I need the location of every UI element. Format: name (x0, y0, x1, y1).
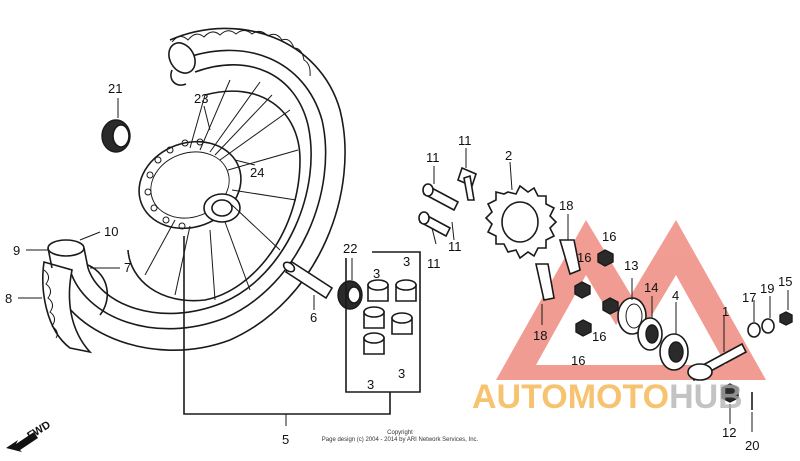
callout-5: 5 (282, 432, 289, 447)
callout-6: 6 (310, 310, 317, 325)
copyright-line-1: Copyright (387, 430, 413, 436)
callout-3: 3 (398, 366, 405, 381)
washers-part-17-19-15 (747, 311, 793, 338)
arrow-icon (6, 432, 38, 452)
callout-24: 24 (250, 165, 264, 180)
callout-2: 2 (505, 148, 512, 163)
fwd-label: FWD (25, 419, 53, 442)
watermark-text: AUTOMOTOHUB (472, 378, 743, 417)
bearing-part-21 (101, 119, 131, 153)
rear-wheel-assembly (42, 27, 346, 354)
seal-part-13 (617, 297, 647, 335)
axle-part-1 (687, 342, 748, 382)
watermark-word-hub: HUB (669, 378, 743, 416)
callout-16: 16 (592, 329, 606, 344)
callout-3: 3 (367, 377, 374, 392)
sprocket-part-2 (484, 184, 558, 260)
callout-7: 7 (124, 260, 131, 275)
callout-11: 11 (427, 256, 441, 271)
callout-16: 16 (571, 353, 585, 368)
callout-23: 23 (194, 91, 208, 106)
callout-17: 17 (742, 290, 756, 305)
callout-3: 3 (403, 254, 410, 269)
callout-14: 14 (644, 280, 658, 295)
callout-8: 8 (5, 291, 12, 306)
copyright-notice: Copyright Page design (c) 2004 - 2014 by… (280, 430, 520, 444)
callout-16: 16 (577, 250, 591, 265)
copyright-line-2: Page design (c) 2004 - 2014 by ARI Netwo… (321, 437, 479, 443)
fwd-indicator: FWD (6, 419, 53, 452)
callout-10: 10 (104, 224, 118, 239)
axle-nut-part-12 (721, 383, 739, 403)
callout-1: 1 (722, 304, 729, 319)
callout-labels: 1 2 3 3 3 3 4 5 6 7 8 9 10 11 11 11 11 1… (5, 81, 792, 453)
bearing-part-22 (337, 280, 363, 310)
callout-13: 13 (624, 258, 638, 273)
callout-11: 11 (426, 150, 440, 165)
watermark-word-automoto: AUTOMOTO (472, 378, 670, 416)
callout-15: 15 (778, 274, 792, 289)
callout-18: 18 (559, 198, 573, 213)
hub-holes (144, 138, 204, 230)
axle-spacer-part-6 (282, 260, 334, 300)
callout-16: 16 (602, 229, 616, 244)
callout-4: 4 (672, 288, 679, 303)
callout-22: 22 (343, 241, 357, 256)
callout-3: 3 (373, 266, 380, 281)
callout-20: 20 (745, 438, 759, 453)
collar-part-4 (659, 333, 689, 371)
callout-11: 11 (448, 239, 462, 254)
callout-9: 9 (13, 243, 20, 258)
sprocket-bolts-part-11 (418, 166, 477, 238)
callout-18: 18 (533, 328, 547, 343)
chain-adjuster-part-18 (535, 239, 581, 301)
spokes (144, 79, 299, 301)
bearing-part-14 (637, 317, 663, 351)
damper-rubbers-part-3 (363, 279, 417, 355)
callout-19: 19 (760, 281, 774, 296)
nuts-part-16 (574, 249, 619, 337)
callout-11: 11 (458, 133, 472, 148)
callout-12: 12 (722, 425, 736, 440)
callout-21: 21 (108, 81, 122, 96)
